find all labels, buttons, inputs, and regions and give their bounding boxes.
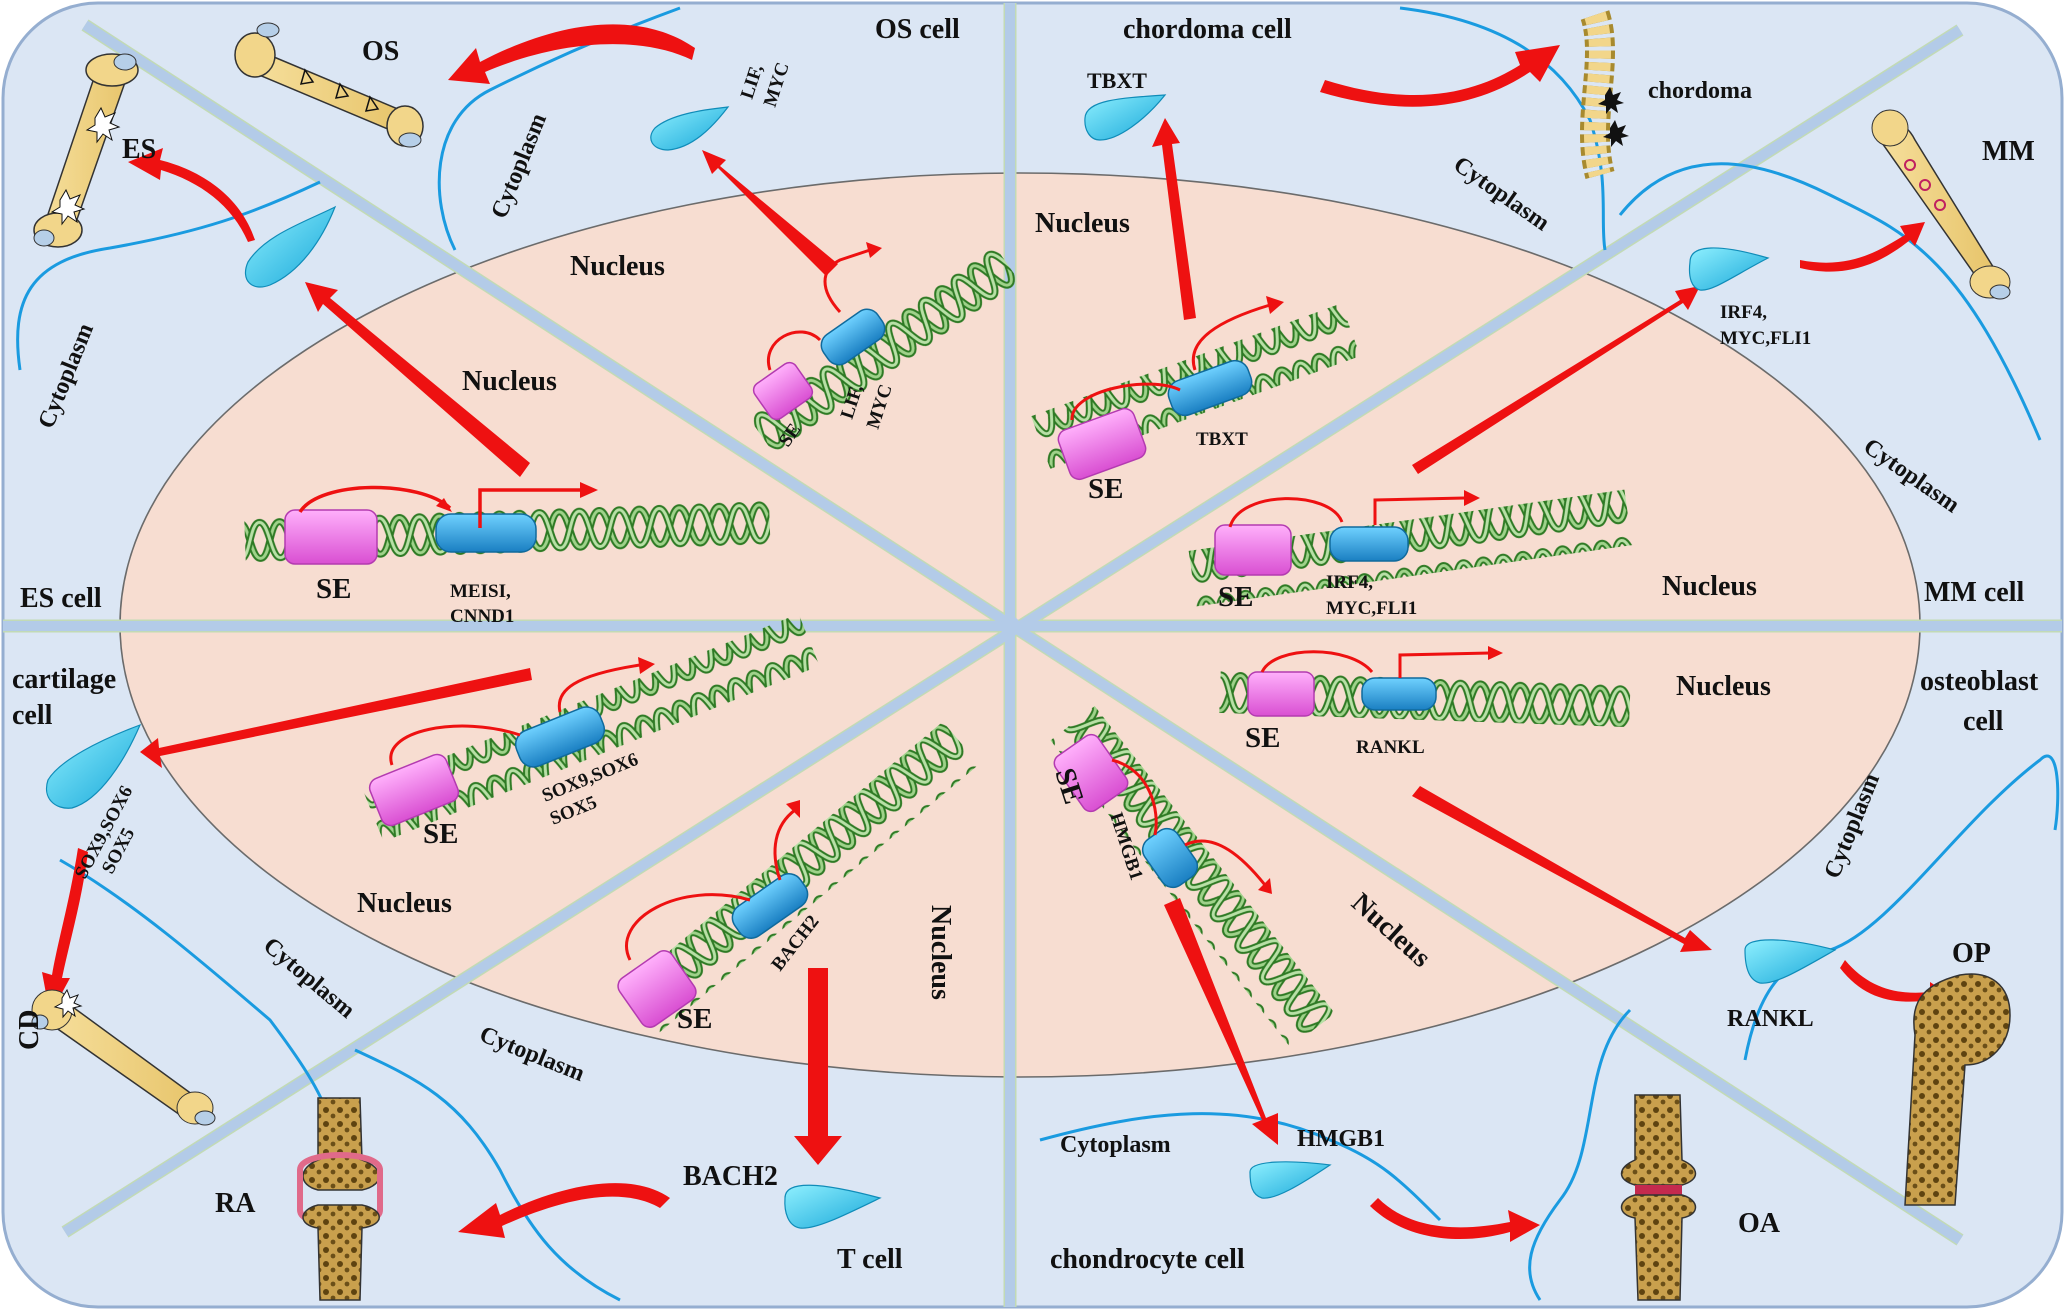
protein-mm (1688, 247, 1770, 291)
label-protein-osteoblast: RANKL (1727, 1006, 1814, 1032)
label-disease-op: OP (1952, 938, 1991, 969)
label-nucleus-es: Nucleus (462, 366, 557, 397)
label-nucleus-os: Nucleus (570, 251, 665, 282)
label-disease-cd: CD (14, 1010, 45, 1050)
center-hub (1000, 616, 1020, 636)
label-cartilage-cell-line1: cartilage (12, 664, 116, 695)
se-box (368, 753, 460, 827)
label-disease-ra: RA (215, 1188, 256, 1219)
se-box (752, 361, 814, 421)
mm-dna-unit (1188, 489, 1633, 607)
label-protein-chordoma: TBXT (1087, 68, 1147, 93)
label-os-cell: OS cell (875, 14, 960, 45)
label-gene-chordoma: TBXT (1196, 429, 1248, 450)
se-box (1247, 671, 1315, 717)
ra-joint (297, 1097, 383, 1301)
label-osteoblast-cell-line2: cell (1963, 706, 2004, 737)
mm-femur (1871, 109, 2011, 300)
es-bone (33, 53, 139, 248)
os-dna-unit (742, 236, 1020, 455)
protein-chondrocyte (1249, 1161, 1332, 1199)
protein-es (244, 205, 337, 288)
label-protein-mm-line1: IRF4, (1720, 302, 1767, 323)
se-box (1053, 733, 1129, 813)
label-nucleus-chordoma: Nucleus (1035, 208, 1130, 239)
label-nucleus-cartilage: Nucleus (357, 888, 452, 919)
proteins (46, 94, 1837, 1229)
se-box (1057, 407, 1147, 481)
label-se-tcell: SE (677, 1003, 712, 1035)
label-mm-cell: MM cell (1924, 577, 2024, 608)
label-t-cell: T cell (837, 1244, 903, 1275)
label-disease-mm: MM (1982, 136, 2035, 167)
protein-osteoblast (1744, 939, 1837, 984)
gene-box (1141, 827, 1199, 889)
se-box (284, 509, 378, 565)
gene-box (1167, 359, 1253, 417)
gene-box (514, 706, 606, 768)
label-gene-mm-line1: IRF4, (1326, 572, 1373, 593)
oa-joint (1620, 1094, 1697, 1301)
label-gene-mm-line2: MYC,FLI1 (1326, 598, 1417, 619)
osteoblast-dna-unit (1219, 646, 1631, 728)
label-osteoblast-cell-line1: osteoblast (1920, 666, 2039, 697)
tcell-dna-unit (617, 721, 979, 1035)
label-chondrocyte-cell: chondrocyte cell (1050, 1244, 1245, 1275)
label-se-osteoblast: SE (1245, 722, 1280, 754)
label-se-chordoma: SE (1088, 473, 1123, 505)
protein-tcell (784, 1184, 882, 1229)
gene-box (1329, 526, 1409, 562)
chordoma-dna-unit (1031, 296, 1361, 481)
label-chordoma-cell: chordoma cell (1123, 14, 1292, 45)
label-nucleus-osteoblast: Nucleus (1676, 671, 1771, 702)
label-protein-mm-line2: MYC,FLI1 (1720, 328, 1811, 349)
gene-box (435, 513, 537, 553)
label-se-mm: SE (1218, 581, 1253, 613)
gene-box (820, 308, 886, 366)
es-dna-unit (244, 482, 771, 573)
os-bone (234, 22, 424, 148)
label-disease-es: ES (122, 134, 156, 165)
label-se-es: SE (316, 573, 351, 605)
label-protein-tcell: BACH2 (683, 1161, 778, 1192)
label-se-cartilage: SE (423, 818, 458, 850)
chondrocyte-dna-unit (1050, 705, 1335, 1048)
cd-bone (31, 988, 216, 1126)
label-nucleus-mm: Nucleus (1662, 571, 1757, 602)
protein-chordoma (1084, 94, 1167, 141)
gene-box (731, 873, 809, 939)
gene-box (1361, 677, 1437, 711)
label-nucleus-tcell: Nucleus (925, 905, 956, 1000)
op-femur (1904, 973, 2011, 1206)
se-box (1214, 524, 1292, 576)
label-gene-osteoblast: RANKL (1356, 737, 1425, 758)
label-protein-chondrocyte: HMGB1 (1297, 1126, 1385, 1152)
label-disease-oa: OA (1738, 1208, 1781, 1239)
protein-cartilage (46, 723, 142, 809)
label-cartilage-cell-line2: cell (12, 700, 53, 731)
label-gene-es-line1: MEISI, (450, 581, 511, 602)
chordoma-spine (1580, 10, 1629, 179)
se-box (617, 950, 697, 1028)
label-es-cell: ES cell (20, 583, 102, 614)
label-disease-os: OS (362, 36, 399, 67)
red-arrows (140, 118, 1712, 1165)
label-cytoplasm-chondrocyte: Cytoplasm (1060, 1132, 1171, 1158)
label-disease-chordoma: chordoma (1648, 78, 1752, 104)
protein-os (650, 106, 730, 151)
label-gene-es-line2: CNND1 (450, 606, 514, 627)
cartilage-dna-unit (362, 613, 820, 842)
